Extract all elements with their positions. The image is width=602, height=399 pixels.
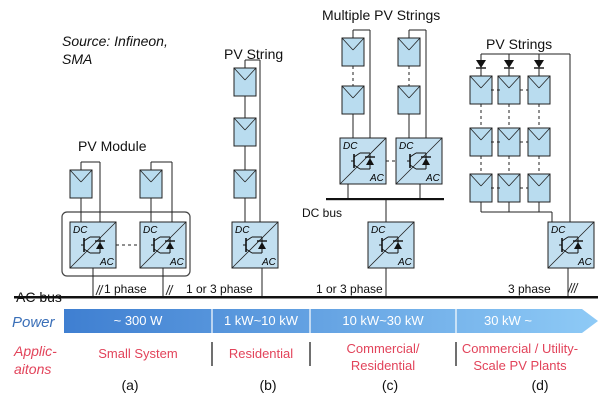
converter-dc-label: DC — [143, 225, 158, 236]
pv-panel — [341, 37, 365, 67]
power-range-b: 1 kW~10 kW — [223, 313, 299, 328]
phase-tick — [567, 282, 573, 294]
pv-panel — [233, 117, 257, 147]
power-row-label: Power — [12, 314, 55, 331]
phase-label-d: 3 phase — [508, 282, 551, 296]
pv-panel — [527, 127, 551, 157]
power-range-d: 30 kW ~ — [483, 313, 533, 328]
phase-tick — [570, 282, 576, 294]
phase-tick — [165, 284, 171, 296]
power-range-c: 10 kW~30 kW — [342, 313, 424, 328]
applications-row-label: Applic- aitons — [14, 343, 57, 377]
converter-ac-label: AC — [369, 173, 385, 184]
blocking-diode — [533, 59, 545, 69]
label-multiple-pv-strings: Multiple PV Strings — [322, 7, 441, 23]
label-pv-string: PV String — [224, 46, 284, 62]
converter-ac-label: AC — [577, 257, 593, 268]
power-range-a: ~ 300 W — [113, 313, 163, 328]
pv-panel — [469, 173, 493, 203]
phase-label-b: 1 or 3 phase — [186, 282, 253, 296]
converter-dc-label: DC — [73, 225, 88, 236]
label-pv-module: PV Module — [78, 138, 147, 154]
pv-panel — [469, 75, 493, 105]
pv-panel — [527, 75, 551, 105]
converter-ac-label: AC — [169, 257, 185, 268]
panel-letter-a: (a) — [121, 377, 139, 393]
pv-panel — [397, 37, 421, 67]
label-pv-strings: PV Strings — [486, 36, 553, 52]
pv-panel — [139, 169, 163, 199]
converter-dc-label: DC — [551, 225, 566, 236]
converter-dc-label: DC — [399, 141, 414, 152]
panel-letter-d: (d) — [531, 377, 549, 393]
converter-dc-label: DC — [343, 141, 358, 152]
pv-panel — [233, 169, 257, 199]
application-a: Small System — [98, 346, 178, 361]
panel-letter-c: (c) — [381, 377, 399, 393]
ac-bus-line — [14, 296, 598, 299]
source-note: Source: Infineon, SMA — [62, 33, 168, 67]
phase-tick — [168, 284, 174, 296]
phase-label-a: 1 phase — [104, 282, 147, 296]
phase-label-c: 1 or 3 phase — [316, 282, 383, 296]
pv-panel — [341, 85, 365, 115]
pv-panel — [527, 173, 551, 203]
phase-tick — [95, 284, 101, 296]
ac-bus-label: AC bus — [16, 289, 62, 305]
module-group-frame — [61, 211, 191, 277]
converter-ac-label: AC — [425, 173, 441, 184]
panel-letter-b: (b) — [259, 377, 277, 393]
application-c: Commercial/ Residential — [346, 341, 420, 373]
converter-dc-label: DC — [235, 225, 250, 236]
converter-ac-label: AC — [261, 257, 277, 268]
pv-panel — [497, 173, 521, 203]
blocking-diode — [503, 59, 515, 69]
phase-tick — [573, 282, 579, 294]
pv-panel — [233, 67, 257, 97]
converter-dc-label: DC — [371, 225, 386, 236]
power-bar — [64, 309, 598, 333]
pv-panel — [397, 85, 421, 115]
pv-panel — [69, 169, 93, 199]
dc-bus-line — [326, 198, 444, 201]
converter-ac-label: AC — [397, 257, 413, 268]
blocking-diode — [475, 59, 487, 69]
pv-panel — [497, 75, 521, 105]
pv-panel — [497, 127, 521, 157]
dc-bus-label: DC bus — [302, 206, 343, 220]
pv-panel — [469, 127, 493, 157]
phase-tick — [98, 284, 104, 296]
application-d: Commercial / Utility- Scale PV Plants — [461, 341, 579, 373]
application-b: Residential — [228, 346, 294, 361]
converter-ac-label: AC — [99, 257, 115, 268]
